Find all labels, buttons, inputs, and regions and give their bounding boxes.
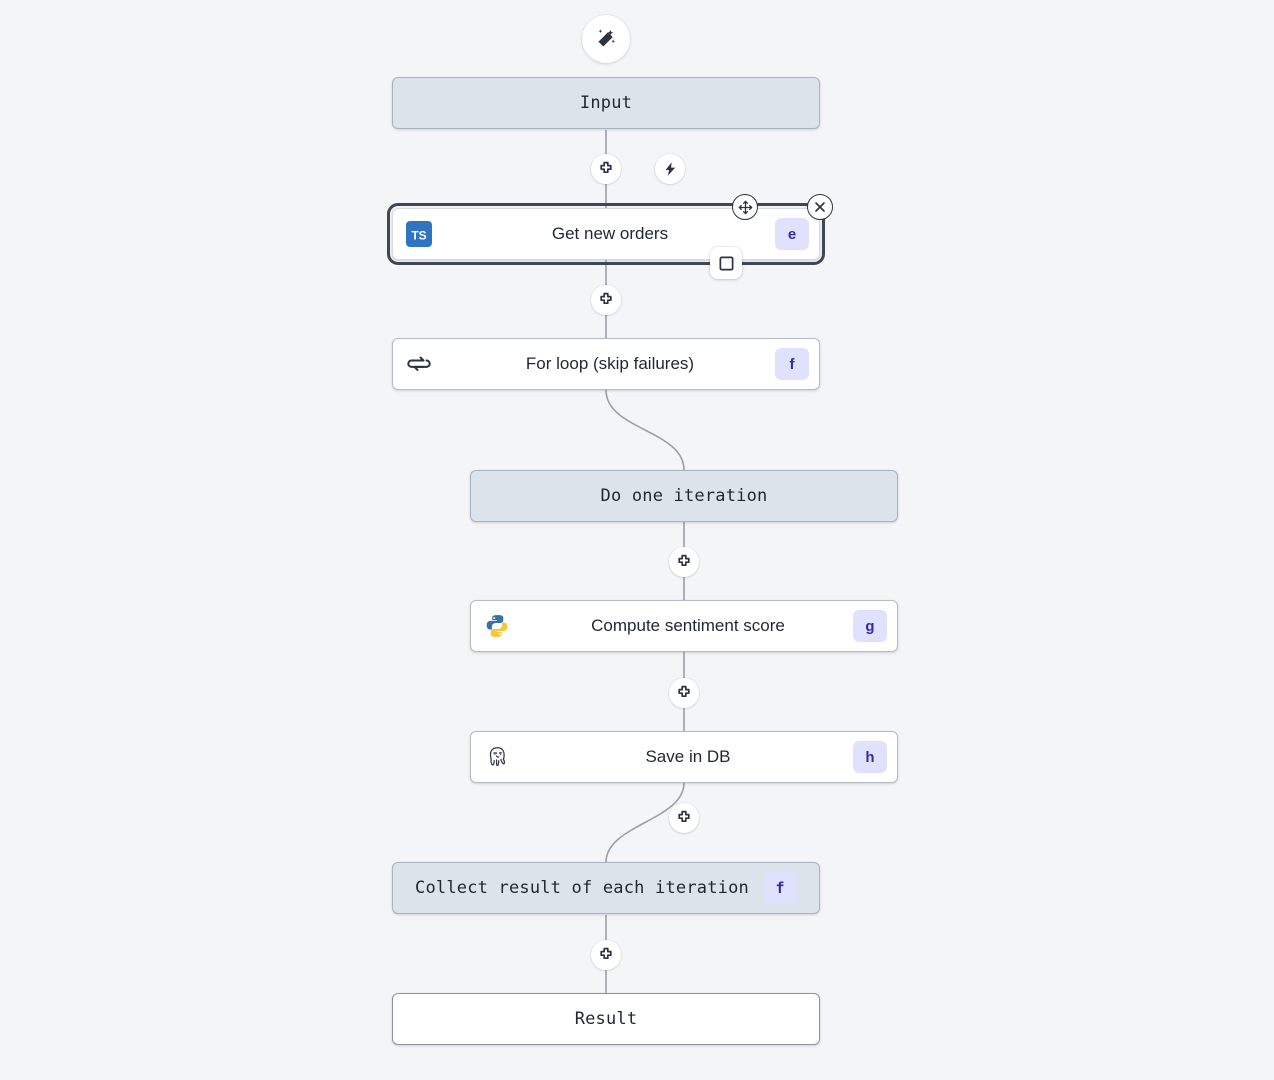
node-compute-sentiment-score-label: Compute sentiment score [591,616,785,635]
trigger-button[interactable] [655,154,685,184]
node-do-one-iteration-label: Do one iteration [600,486,768,506]
select-node-button[interactable] [710,247,742,279]
node-input[interactable]: Input [392,77,820,129]
node-save-in-db-label: Save in DB [645,747,731,766]
move-handle[interactable] [732,194,758,220]
node-get-new-orders-badge: e [775,218,809,250]
magic-wand-icon [594,27,618,51]
lightning-bolt-icon [662,161,678,177]
add-step-button-after-get-orders[interactable] [591,285,621,315]
close-button[interactable] [807,194,833,220]
move-handle-icon [738,200,753,215]
node-for-loop-label: For loop (skip failures) [525,354,695,373]
plus-icon [676,685,692,701]
node-collect-result[interactable]: Collect result of each iteration f [392,862,820,914]
plus-icon [598,947,614,963]
edge-for-loop-to-iteration [605,389,685,471]
svg-text:TS: TS [411,229,426,243]
node-do-one-iteration[interactable]: Do one iteration [470,470,898,522]
postgresql-icon [471,731,523,783]
node-result-label: Result [574,1009,638,1029]
add-step-button-after-compute[interactable] [669,678,699,708]
plus-icon [598,292,614,308]
add-step-button-after-input[interactable] [591,154,621,184]
plus-icon [676,810,692,826]
close-x-icon [813,200,827,214]
node-compute-sentiment-score-badge: g [853,610,887,642]
node-get-new-orders-label: Get new orders [551,224,669,243]
node-collect-result-label: Collect result of each iteration [415,878,749,898]
node-collect-result-badge: f [762,872,797,904]
add-step-button-after-iteration[interactable] [669,547,699,577]
loop-icon [393,338,445,390]
node-save-in-db-badge: h [853,741,887,773]
node-get-new-orders[interactable]: TS Get new orders e [387,203,825,265]
node-save-in-db[interactable]: Save in DB h [470,731,898,783]
ai-assist-button[interactable] [582,15,630,63]
add-step-button-after-collect[interactable] [591,940,621,970]
python-icon [471,600,523,652]
plus-icon [598,161,614,177]
add-step-button-after-save[interactable] [669,803,699,833]
plus-icon [676,554,692,570]
square-icon [718,255,735,272]
node-for-loop[interactable]: For loop (skip failures) f [392,338,820,390]
typescript-icon: TS [393,208,445,260]
node-for-loop-badge: f [775,348,809,380]
node-result[interactable]: Result [392,993,820,1045]
node-compute-sentiment-score[interactable]: Compute sentiment score g [470,600,898,652]
node-input-label: Input [579,93,633,113]
